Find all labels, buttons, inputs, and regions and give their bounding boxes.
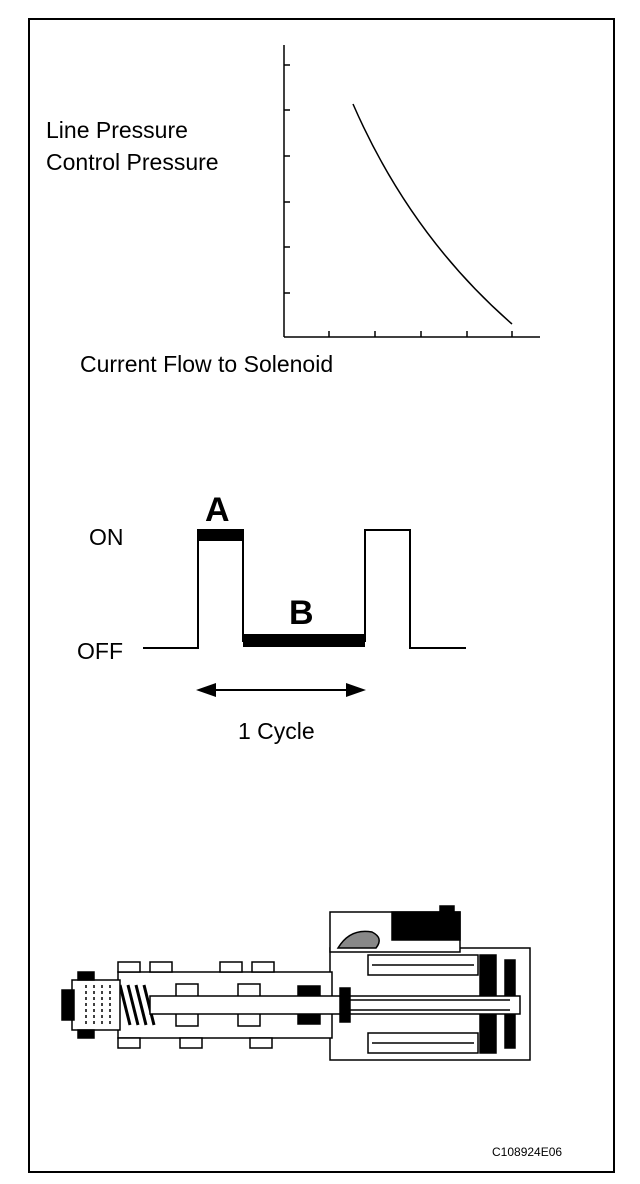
segment-a-label: A [205,491,230,529]
segment-b-bar [243,634,365,647]
y-label-control-pressure: Control Pressure [46,149,219,175]
off-label: OFF [77,638,123,664]
graph-x-ticks [328,331,513,337]
pressure-curve [352,103,513,325]
figure-code: C108924E06 [492,1145,563,1159]
figure-frame [28,18,615,1173]
one-cycle-arrow [196,683,366,697]
segment-a-bar [198,529,243,541]
segment-b-label: B [289,594,314,632]
one-cycle-label: 1 Cycle [238,718,315,744]
x-label-current-flow: Current Flow to Solenoid [80,351,334,377]
graph-y-ticks [284,64,290,294]
y-label-line-pressure: Line Pressure [46,117,188,143]
on-label: ON [89,524,124,550]
